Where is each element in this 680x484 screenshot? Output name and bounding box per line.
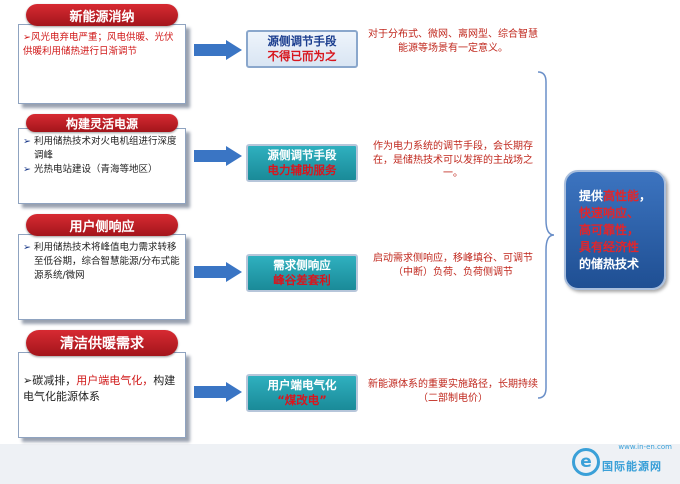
right-brace-icon	[537, 71, 555, 399]
content-box-new-energy: ➢风光电弃电严重；风电供暖、光伏供暖利用储热进行日渐调节	[18, 24, 186, 104]
bullet-arrow-icon: ➢	[23, 242, 31, 253]
logo: www.in-en.com e 国际能源网	[568, 440, 678, 480]
header-flexible-power: 构建灵活电源	[26, 114, 178, 132]
logo-e-icon: e	[572, 448, 600, 476]
mid-box-source-side-1: 源侧调节手段 不得已而为之	[246, 30, 358, 68]
content-text-rest: 构建电气化能源体系	[23, 374, 176, 403]
desc-row-3: 启动需求侧响应，移峰填谷、可调节（中断）负荷、负荷侧调节	[373, 253, 533, 278]
arrow-right-icon	[194, 382, 244, 402]
bullet-arrow-icon: ➢	[23, 136, 31, 147]
mid-box-line2: 不得已而为之	[267, 49, 337, 63]
content-text-red: 用户端电气化，	[76, 374, 154, 387]
bottom-band	[0, 444, 680, 484]
desc-row-1: 对于分布式、微网、离网型、综合智慧能源等场景有一定意义。	[368, 29, 538, 54]
mid-box-source-side-2: 源侧调节手段 电力辅助服务	[246, 144, 358, 182]
mid-box-demand-side: 需求侧响应 峰谷差套利	[246, 254, 358, 292]
mid-box-line1: 用户端电气化	[267, 378, 337, 392]
mid-box-line2: 峰谷差套利	[273, 273, 331, 287]
mid-box-user-electrification: 用户端电气化 “煤改电”	[246, 374, 358, 412]
content-text-red: ➢风光电弃电严重；	[23, 32, 107, 43]
mid-box-line2: 电力辅助服务	[267, 163, 337, 177]
list-item: ➢利用储热技术对火电机组进行深度调峰	[23, 136, 177, 161]
content-box-flexible-power: ➢利用储热技术对火电机组进行深度调峰 ➢光热电站建设（青海等地区）	[18, 128, 186, 204]
list-item: ➢利用储热技术将峰值电力需求转移至低谷期，综合智慧能源/分布式能源系统/微网	[23, 242, 180, 281]
logo-url: www.in-en.com	[618, 443, 672, 451]
mid-box-line1: 需求侧响应	[273, 258, 331, 272]
arrow-right-icon	[194, 146, 244, 166]
content-text: ➢碳减排，	[23, 374, 77, 387]
header-user-side-response: 用户侧响应	[26, 214, 178, 236]
bullet-arrow-icon: ➢	[23, 164, 31, 175]
content-box-clean-heating: ➢碳减排，用户端电气化，构建电气化能源体系	[18, 352, 186, 438]
desc-row-2: 作为电力系统的调节手段，会长期存在，是储热技术可以发挥的主战场之一。	[373, 141, 533, 179]
content-text-red-rest: 风电供暖、光伏供暖利用储热进行日渐调节	[23, 32, 174, 57]
header-clean-heating: 清洁供暖需求	[26, 330, 178, 356]
desc-row-4: 新能源体系的重要实施路径，长期持续（二部制电价）	[368, 379, 538, 404]
list-item: ➢光热电站建设（青海等地区）	[23, 164, 158, 175]
logo-name: 国际能源网	[602, 460, 662, 473]
arrow-right-icon	[194, 40, 244, 60]
result-text: 提供高性能， 快速响应、 高可靠性， 具有经济性 的储热技术	[578, 188, 652, 271]
arrow-right-icon	[194, 262, 244, 282]
mid-box-line2: “煤改电”	[277, 393, 327, 407]
content-box-user-side: ➢利用储热技术将峰值电力需求转移至低谷期，综合智慧能源/分布式能源系统/微网	[18, 234, 186, 320]
mid-box-line1: 源侧调节手段	[267, 148, 337, 162]
mid-box-line1: 源侧调节手段	[267, 34, 337, 48]
header-new-energy-consumption: 新能源消纳	[26, 4, 178, 26]
result-box: 提供高性能， 快速响应、 高可靠性， 具有经济性 的储热技术	[564, 170, 666, 290]
